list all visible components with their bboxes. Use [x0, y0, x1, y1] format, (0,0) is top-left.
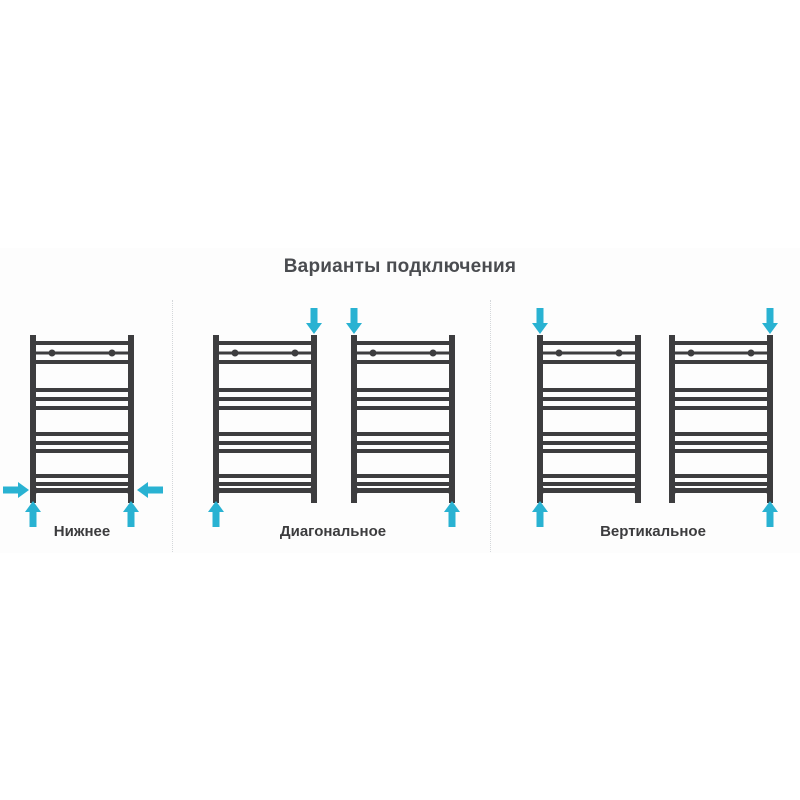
section-divider: [172, 300, 173, 552]
arrow-left-icon: [137, 482, 163, 498]
arrow-down-icon: [762, 308, 778, 334]
ladder-radiator-diagonal-a: [213, 335, 317, 503]
section-divider: [490, 300, 491, 552]
ladder-radiator-vertical-a: [537, 335, 641, 503]
ladder-radiator-bottom: [30, 335, 134, 503]
arrow-up-icon: [208, 501, 224, 527]
arrow-down-icon: [532, 308, 548, 334]
variant-label-diagonal: Диагональное: [279, 523, 387, 540]
arrow-down-icon: [346, 308, 362, 334]
variant-label-bottom: Нижнее: [53, 523, 111, 540]
arrow-right-icon: [3, 482, 29, 498]
ladder-radiator-vertical-b: [669, 335, 773, 503]
variant-label-vertical: Вертикальное: [600, 523, 706, 540]
arrow-up-icon: [762, 501, 778, 527]
ladder-radiator-diagonal-b: [351, 335, 455, 503]
diagram-title: Варианты подключения: [283, 256, 517, 277]
arrow-up-icon: [444, 501, 460, 527]
arrow-down-icon: [306, 308, 322, 334]
